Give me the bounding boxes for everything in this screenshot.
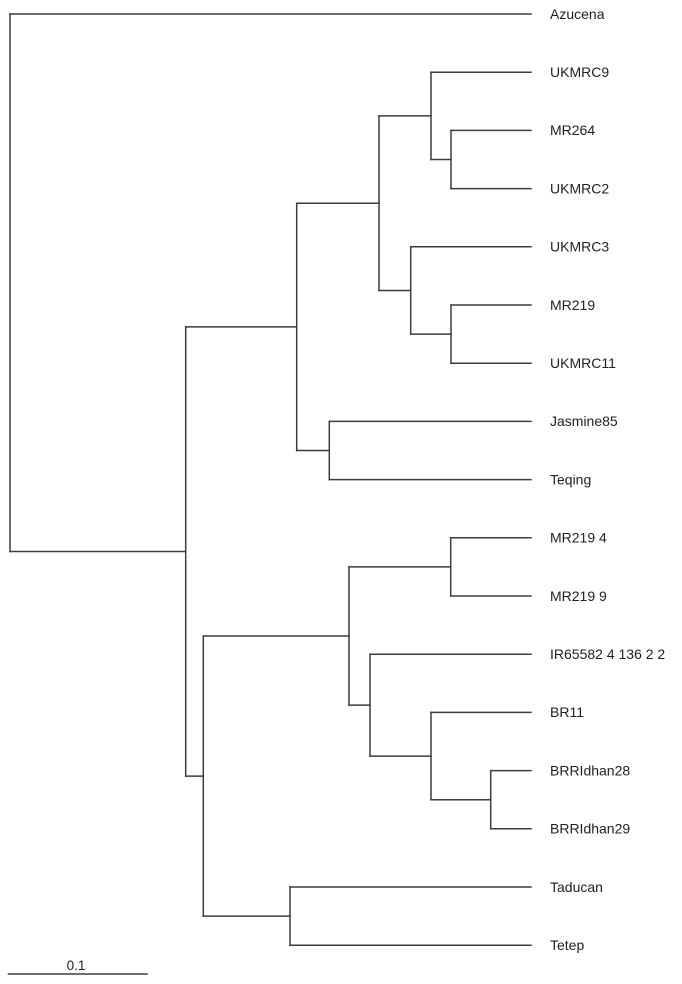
taxon-label-taducan: Taducan: [550, 879, 603, 895]
taxon-label-tetep: Tetep: [550, 937, 584, 953]
scale-bar-label: 0.1: [67, 958, 86, 973]
taxon-label-mr264: MR264: [550, 122, 595, 138]
taxon-label-mr219-9: MR219 9: [550, 588, 607, 604]
taxon-label-ukmrc11: UKMRC11: [550, 355, 616, 371]
taxon-label-teqing: Teqing: [550, 471, 591, 487]
taxon-label-mr219-4: MR219 4: [550, 530, 607, 546]
taxon-label-ukmrc9: UKMRC9: [550, 64, 609, 80]
taxon-label-brridhan28: BRRIdhan28: [550, 762, 630, 778]
taxon-label-ukmrc3: UKMRC3: [550, 239, 609, 255]
taxon-label-ukmrc2: UKMRC2: [550, 180, 609, 196]
taxon-label-jasmine85: Jasmine85: [550, 413, 618, 429]
taxon-label-azucena: Azucena: [550, 6, 605, 22]
taxon-label-ir65582-4-136-2-2: IR65582 4 136 2 2: [550, 646, 665, 662]
taxon-label-mr219: MR219: [550, 297, 595, 313]
taxon-label-br11: BR11: [550, 704, 584, 720]
taxon-label-brridhan29: BRRIdhan29: [550, 821, 630, 837]
